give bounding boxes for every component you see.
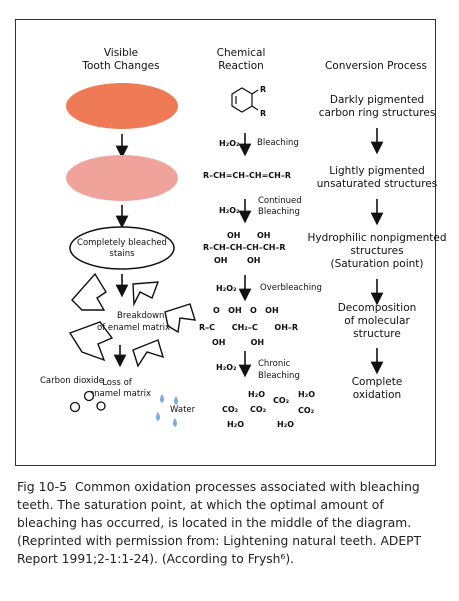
- carbon-dioxide-label: Carbon dioxide: [40, 376, 104, 386]
- diagram-frame: [15, 19, 436, 466]
- product-3: H₂O: [298, 390, 315, 399]
- continued-label-2: Bleaching: [258, 207, 300, 217]
- header-conversion: Conversion Process: [325, 60, 427, 72]
- hydroxy-formula: R–CH–CH–CH–CH–R: [203, 243, 286, 252]
- breakdown-label-2: of enamel matrix: [97, 323, 170, 333]
- oh-bottom-1: OH: [214, 256, 228, 265]
- header-visible-2: Tooth Changes: [81, 60, 159, 72]
- light-stain-ellipse: [66, 155, 178, 201]
- acid-oh: OH OH: [212, 338, 264, 347]
- bleached-label-1: Completely bleached: [77, 238, 167, 248]
- h2o2-3: H₂O₂: [216, 284, 237, 293]
- complete-1: Complete: [352, 376, 403, 388]
- continued-label-1: Continued: [258, 196, 302, 206]
- h2o2-1: H₂O₂: [219, 139, 240, 148]
- water-drop-4: [173, 418, 177, 427]
- oxidation-products: H₂O CO₂ H₂O CO₂ CO₂ CO₂ H₂O H₂O: [222, 390, 315, 429]
- darkly-2: carbon ring structures: [319, 107, 436, 119]
- product-2: CO₂: [273, 396, 290, 405]
- product-5: CO₂: [250, 405, 267, 414]
- h2o2-2: H₂O₂: [219, 206, 240, 215]
- product-1: H₂O: [248, 390, 265, 399]
- bleached-ellipse: [69, 226, 175, 270]
- product-8: H₂O: [277, 420, 294, 429]
- breakdown-label-1: Breakdown: [117, 311, 164, 321]
- acid-o-top: O OH O OH: [213, 306, 279, 315]
- fragment-2: [132, 281, 160, 307]
- fragment-5: [132, 339, 165, 368]
- oh-top-2: OH: [257, 231, 271, 240]
- header-chemical-2: Reaction: [218, 60, 264, 72]
- product-7: H₂O: [227, 420, 244, 429]
- oh-bottom-2: OH: [247, 256, 261, 265]
- lightly-2: unsaturated structures: [317, 178, 437, 190]
- caption-text: Common oxidation processes associated wi…: [17, 480, 422, 566]
- header-visible-1: Visible: [104, 47, 138, 59]
- fragment-3: [164, 303, 196, 334]
- lightly-1: Lightly pigmented: [329, 165, 425, 177]
- header-chemical-1: Chemical: [217, 47, 266, 59]
- ring-r1: R: [260, 85, 266, 94]
- water-drop-3: [156, 412, 160, 421]
- enamel-fragments: [68, 272, 196, 368]
- water-label: Water: [170, 405, 196, 415]
- hydrophilic-1: Hydrophilic nonpigmented: [307, 232, 446, 244]
- loss-label-2: enamel matrix: [89, 389, 151, 399]
- water-drops: [156, 394, 178, 427]
- acid-formula: R–C CH₂–C OH–R: [199, 323, 298, 332]
- dark-stain-ellipse: [66, 83, 178, 129]
- hydrophilic-2: structures: [350, 245, 403, 257]
- decomposition-1: Decomposition: [338, 302, 417, 314]
- bubble-3: [69, 401, 81, 413]
- decomposition-3: structure: [353, 328, 401, 340]
- bubble-2: [96, 401, 106, 411]
- darkly-1: Darkly pigmented: [330, 94, 424, 106]
- chronic-label-1: Chronic: [258, 359, 291, 369]
- overbleaching-label: Overbleaching: [260, 283, 322, 293]
- loss-label-1: Loss of: [102, 378, 133, 388]
- product-6: CO₂: [298, 406, 315, 415]
- chronic-label-2: Bleaching: [258, 371, 300, 381]
- bleached-label-2: stains: [109, 249, 135, 259]
- saturation-point: (Saturation point): [330, 258, 423, 270]
- decomposition-2: of molecular: [344, 315, 410, 327]
- chain-formula: R–CH=CH–CH=CH–R: [203, 171, 291, 180]
- ring-r2: R: [260, 109, 266, 118]
- water-drop-1: [160, 394, 164, 403]
- product-4: CO₂: [222, 405, 239, 414]
- water-drop-2: [174, 396, 178, 405]
- h2o2-4: H₂O₂: [216, 363, 237, 372]
- figure-number: Fig 10-5: [17, 479, 68, 494]
- co2-bubbles: [69, 390, 106, 413]
- benzene-ring: [231, 87, 259, 113]
- complete-2: oxidation: [353, 389, 401, 401]
- bleaching-label: Bleaching: [257, 138, 299, 148]
- bubble-1: [83, 390, 95, 402]
- fragment-4: [68, 321, 114, 362]
- oh-top-1: OH: [227, 231, 241, 240]
- fragment-1: [71, 272, 107, 311]
